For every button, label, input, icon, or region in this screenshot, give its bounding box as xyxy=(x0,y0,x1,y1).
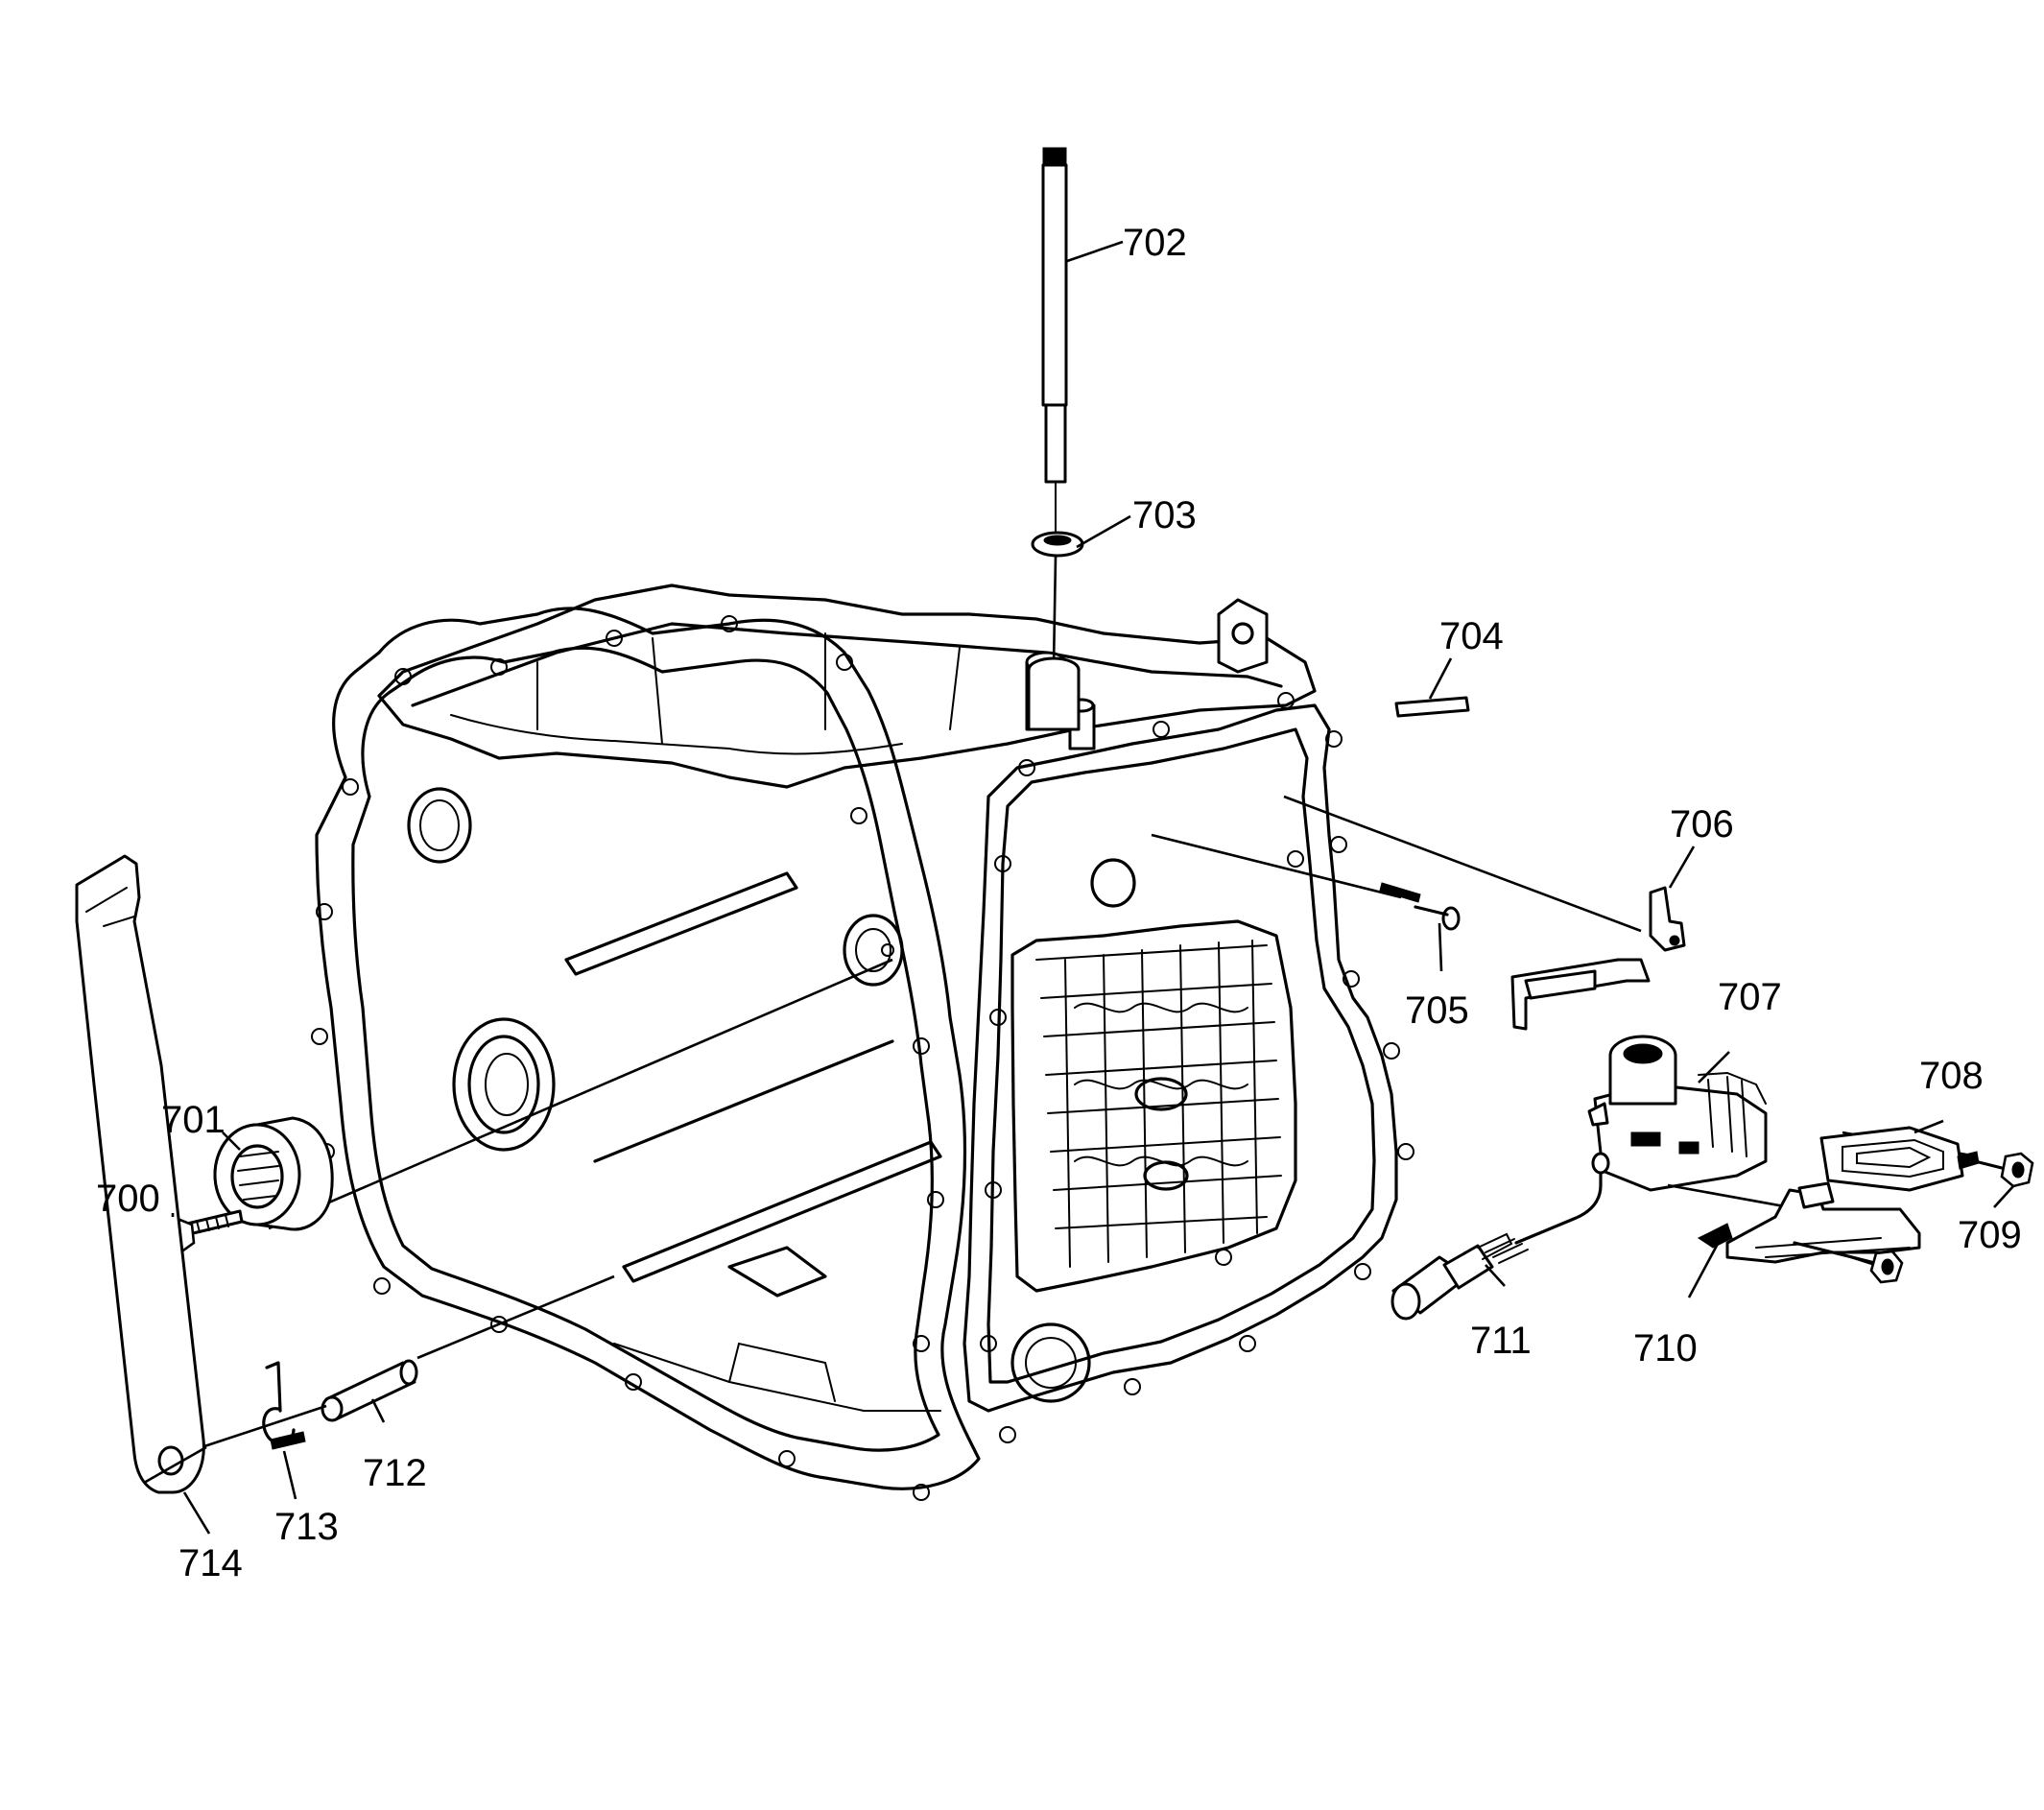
callout-712: 712 xyxy=(363,1452,427,1494)
callout-709: 709 xyxy=(1958,1214,2022,1256)
part-710-bolt xyxy=(1850,1250,1904,1284)
part-712-pin xyxy=(321,1274,615,1422)
leader-lines xyxy=(171,240,2014,1535)
part-705-rod xyxy=(1151,833,1461,931)
callout-701: 701 xyxy=(161,1099,226,1141)
part-703-seal xyxy=(1027,531,1084,731)
callout-706: 706 xyxy=(1670,803,1734,845)
callout-705: 705 xyxy=(1405,989,1469,1032)
callout-708: 708 xyxy=(1919,1055,1984,1097)
callout-labels: 700 701 702 703 704 705 706 707 708 709 … xyxy=(96,222,2022,1584)
callout-710: 710 xyxy=(1633,1327,1698,1369)
callout-704: 704 xyxy=(1439,615,1504,657)
callout-711: 711 xyxy=(1470,1320,1532,1362)
part-710-plate xyxy=(1667,1181,1921,1264)
part-701-bushing xyxy=(213,958,893,1231)
part-713-clip xyxy=(201,1361,327,1450)
callout-702: 702 xyxy=(1123,222,1187,264)
callout-713: 713 xyxy=(274,1506,339,1548)
callout-714: 714 xyxy=(178,1542,243,1584)
callout-707: 707 xyxy=(1718,976,1782,1018)
part-709-bolt xyxy=(1973,1152,2034,1188)
part-711-sensor xyxy=(1390,1152,1610,1321)
part-706-lever xyxy=(1283,795,1686,1031)
part-714-lever xyxy=(75,854,207,1494)
part-707-solenoid xyxy=(1587,1035,1768,1192)
callout-700: 700 xyxy=(96,1178,160,1220)
flange-bolt-holes xyxy=(311,615,1414,1501)
part-702-shaft xyxy=(1041,147,1068,534)
callout-703: 703 xyxy=(1132,494,1197,536)
transmission-case xyxy=(311,583,1414,1501)
part-704-pin xyxy=(1394,696,1470,718)
part-708-bracket xyxy=(1819,1126,1980,1192)
